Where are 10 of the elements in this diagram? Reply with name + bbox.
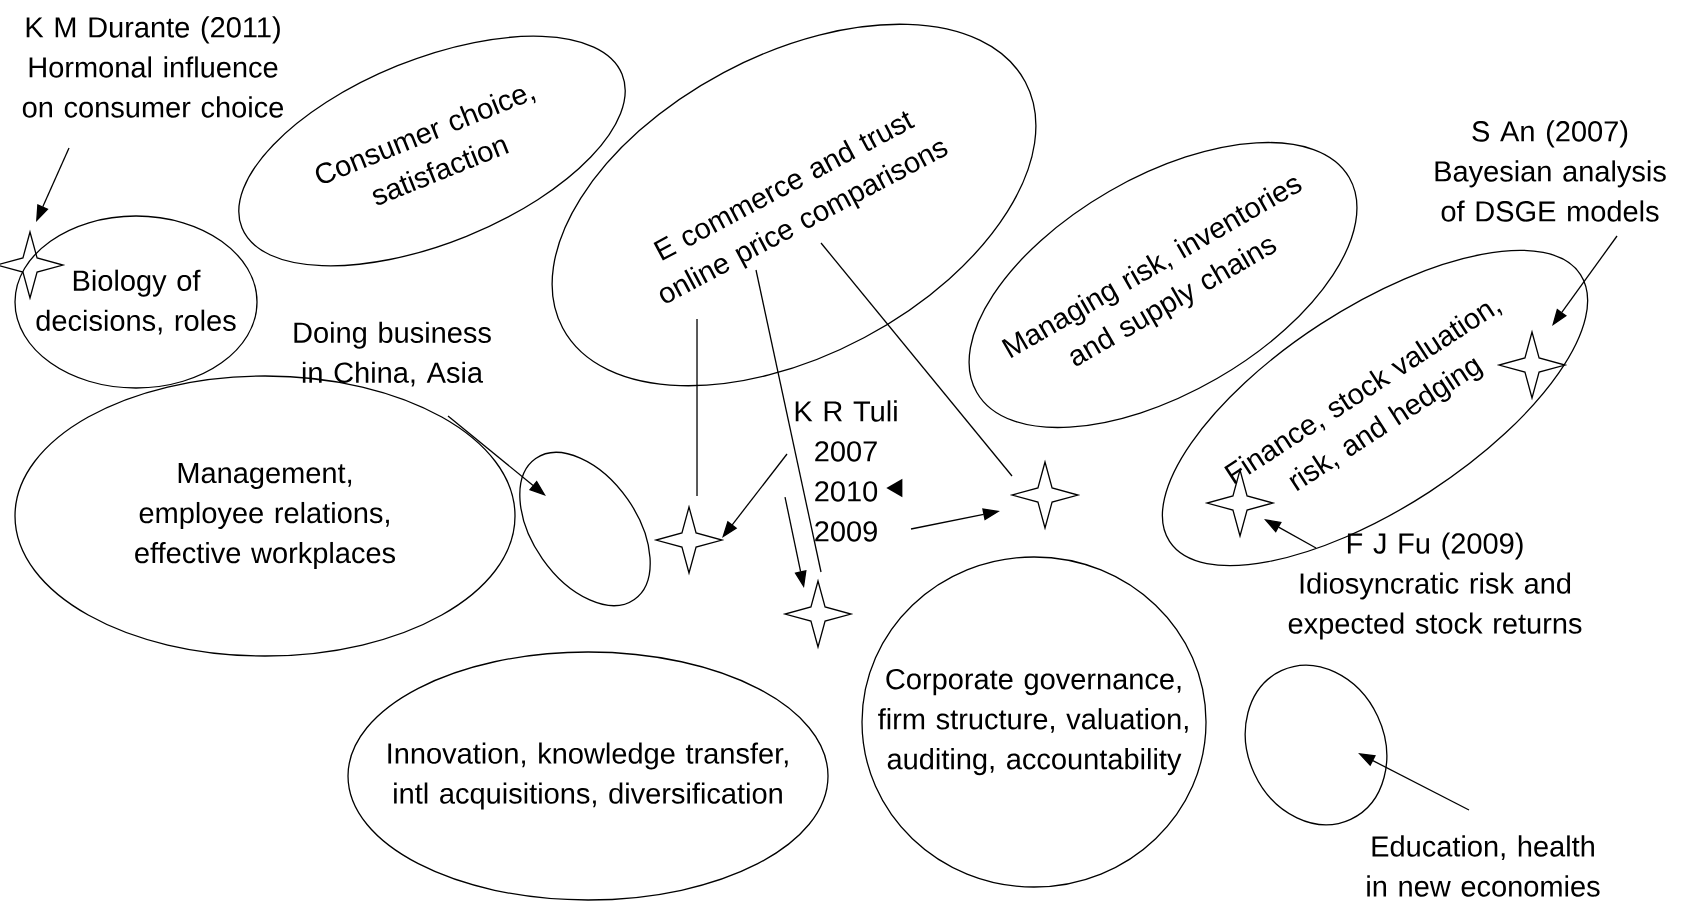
- citation-text: K R Tuli 2007 2010 2009: [795, 400, 897, 542]
- connector-line: [696, 318, 698, 497]
- citation-text: Education, health in new economies: [1367, 835, 1600, 897]
- connector-line: [755, 269, 822, 573]
- arrowhead-mark: [886, 478, 903, 498]
- connector-line: [820, 242, 1013, 477]
- citation-text: S An (2007) Bayesian analysis of DSGE models: [1435, 120, 1666, 222]
- arrow: [447, 415, 546, 496]
- arrow: [722, 453, 788, 538]
- arrow: [1552, 235, 1618, 326]
